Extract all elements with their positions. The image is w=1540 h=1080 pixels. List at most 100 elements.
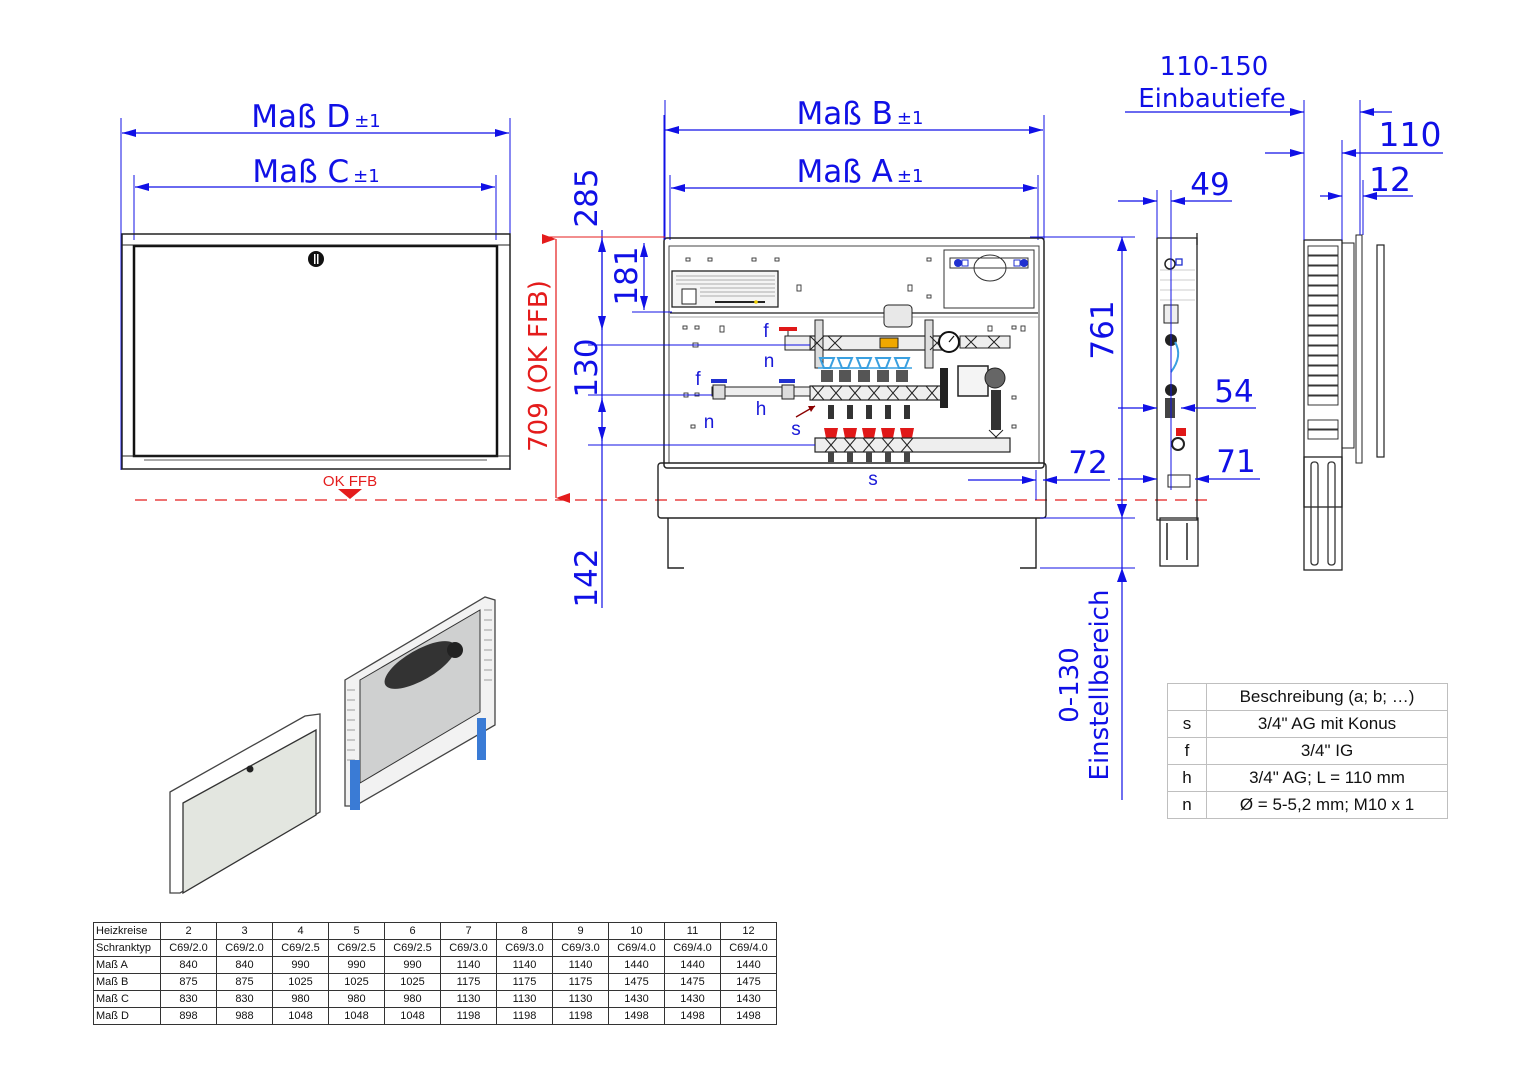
- spec-cell: 1140: [440, 956, 497, 974]
- connection-label-f-top: f: [763, 321, 769, 342]
- spec-row-label: Schranktyp: [93, 939, 161, 957]
- spec-cell: 12: [720, 922, 777, 940]
- spec-cell: C69/4.0: [608, 939, 665, 957]
- connection-legend-table: Beschreibung (a; b; …) s 3/4" AG mit Kon…: [1167, 683, 1448, 819]
- spec-cell: 7: [440, 922, 497, 940]
- spec-cell: 980: [272, 990, 329, 1008]
- spec-cell: 1498: [608, 1007, 665, 1025]
- connection-label-s-arrow: s: [791, 419, 801, 440]
- return-manifold: [809, 385, 946, 401]
- spec-cell: 1175: [440, 973, 497, 991]
- spec-cell: C69/3.0: [496, 939, 553, 957]
- connection-label-n-bottom: n: [704, 412, 715, 433]
- spec-cell: 1175: [552, 973, 609, 991]
- legend-key: n: [1167, 791, 1207, 819]
- adjust-range-caption: Einstellbereich: [1085, 590, 1115, 781]
- spec-cell: C69/4.0: [664, 939, 721, 957]
- spec-cell: 875: [216, 973, 273, 991]
- isometric-door-view: [169, 713, 321, 895]
- return-valve-caps: [824, 405, 914, 438]
- spec-cell: 1430: [720, 990, 777, 1008]
- install-depth-range-label: 110-150: [1160, 52, 1269, 82]
- spec-row-label: Maß D: [93, 1007, 161, 1025]
- legend-row: n Ø = 5-5,2 mm; M10 x 1: [1167, 791, 1448, 819]
- spec-cell: C69/2.5: [328, 939, 385, 957]
- spec-cell: 990: [384, 956, 441, 974]
- spec-cell: 988: [216, 1007, 273, 1025]
- spec-cell: 1048: [328, 1007, 385, 1025]
- spec-cell: 1198: [552, 1007, 609, 1025]
- spec-cell: C69/2.5: [384, 939, 441, 957]
- legend-key: f: [1167, 737, 1207, 765]
- spec-cell: 8: [496, 922, 553, 940]
- spec-cell: 1048: [272, 1007, 329, 1025]
- connection-label-f-mid: f: [695, 369, 701, 390]
- dimension-709-label: 709 (OK FFB): [524, 280, 554, 452]
- dimension-71-label: 71: [1216, 444, 1255, 480]
- legend-row: h 3/4" AG; L = 110 mm: [1167, 764, 1448, 792]
- spec-cell: 1440: [664, 956, 721, 974]
- floor-marker-icon: [338, 489, 362, 499]
- bottom-manifold: [814, 437, 1011, 453]
- side-section-view: [1156, 190, 1199, 567]
- spec-cell: C69/2.5: [272, 939, 329, 957]
- spec-cell: 1430: [664, 990, 721, 1008]
- legend-value: 3/4" AG; L = 110 mm: [1206, 764, 1448, 792]
- spec-cell: 875: [160, 973, 217, 991]
- spec-cell: 1130: [440, 990, 497, 1008]
- spec-cell: 5: [328, 922, 385, 940]
- dimension-285-label: 285: [569, 168, 605, 227]
- spec-cell: 10: [608, 922, 665, 940]
- spec-cell: 1440: [608, 956, 665, 974]
- spec-row-label: Heizkreise: [93, 922, 161, 940]
- spec-cell: 1498: [664, 1007, 721, 1025]
- spec-cell: 6: [384, 922, 441, 940]
- dimension-110-label: 110: [1379, 115, 1442, 154]
- dimension-761-label: 761: [1085, 300, 1121, 359]
- spec-cell: C69/2.0: [160, 939, 217, 957]
- spec-cell: 1475: [720, 973, 777, 991]
- legend-value: Ø = 5-5,2 mm; M10 x 1: [1206, 791, 1448, 819]
- isometric-cabinet-view: [344, 596, 496, 810]
- floor-marker-label: OK FFB: [323, 473, 377, 490]
- spec-cell: 990: [272, 956, 329, 974]
- spec-cell: 1025: [272, 973, 329, 991]
- spec-cell: 1198: [496, 1007, 553, 1025]
- dimension-130-label: 130: [569, 338, 605, 397]
- connection-label-s-bottom: s: [868, 469, 878, 490]
- install-depth-caption: Einbautiefe: [1138, 84, 1286, 114]
- spec-cell: 3: [216, 922, 273, 940]
- dimension-d-label: Maß D±1: [251, 99, 381, 135]
- dimension-54-label: 54: [1214, 374, 1253, 410]
- spec-cell: 830: [160, 990, 217, 1008]
- spec-cell: 980: [328, 990, 385, 1008]
- spec-cell: 1025: [328, 973, 385, 991]
- spec-cell: 1430: [608, 990, 665, 1008]
- spec-cell: 1475: [608, 973, 665, 991]
- spec-row-label: Maß B: [93, 973, 161, 991]
- spec-cell: 1140: [496, 956, 553, 974]
- legend-row: s 3/4" AG mit Konus: [1167, 710, 1448, 738]
- closed-cabinet-view: [120, 118, 511, 470]
- adjust-range-label: 0-130: [1055, 647, 1085, 723]
- spec-cell: 830: [216, 990, 273, 1008]
- actuator: [883, 304, 913, 328]
- circulation-pump: [957, 365, 989, 397]
- dimension-a-label: Maß A±1: [797, 154, 924, 190]
- spec-cell: C69/3.0: [440, 939, 497, 957]
- spec-cell: 1198: [440, 1007, 497, 1025]
- side-outer-view: [1303, 100, 1385, 571]
- spec-cell: 1175: [496, 973, 553, 991]
- dimension-b-label: Maß B±1: [797, 96, 924, 132]
- legend-value: 3/4" AG mit Konus: [1206, 710, 1448, 738]
- spec-cell: C69/4.0: [720, 939, 777, 957]
- flow-meters: [818, 357, 912, 382]
- legend-header: Beschreibung (a; b; …): [1206, 683, 1448, 711]
- connection-label-n-top: n: [764, 351, 775, 372]
- legend-row: f 3/4" IG: [1167, 737, 1448, 765]
